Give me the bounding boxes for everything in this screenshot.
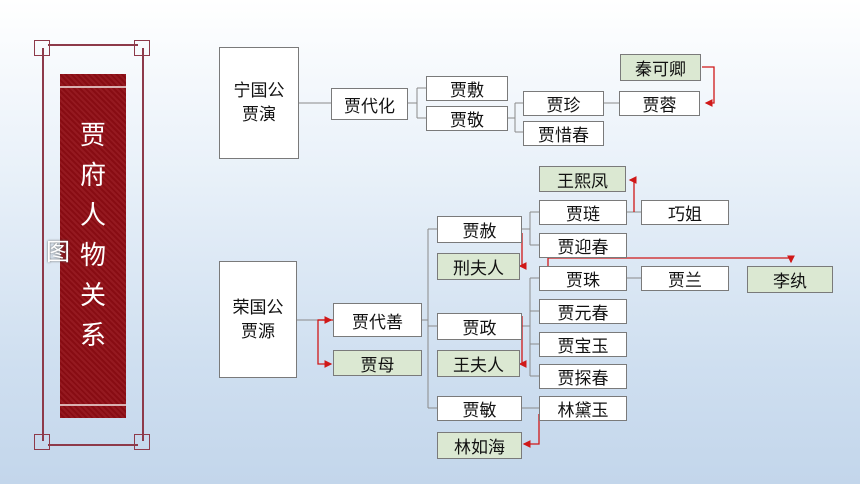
rongguo-duke-box: 荣国公 贾源	[219, 261, 297, 378]
frame-corner-bl	[34, 434, 50, 450]
frame-corner-tr	[134, 40, 150, 56]
frame-right-line	[142, 48, 144, 441]
node-gen2-rongguo: 贾代善	[333, 303, 422, 337]
banner-stripe-bottom	[60, 404, 126, 406]
rongguo-line1: 荣国公	[232, 297, 284, 318]
node-son-1: 贾敷	[426, 76, 508, 101]
node-son-a: 贾赦	[437, 216, 522, 243]
spouse-node-grandson-b1: 李纨	[747, 266, 833, 293]
node-gen4-2: 贾惜春	[523, 121, 604, 146]
frame-top-line	[48, 44, 138, 46]
banner-stripe-top	[60, 86, 126, 88]
spouse-node-gen5: 秦可卿	[620, 54, 701, 81]
node-grandson-b1: 贾珠	[539, 266, 627, 291]
node-gen5: 贾蓉	[619, 91, 700, 116]
node-granddaughter-a2: 贾迎春	[539, 233, 627, 258]
node-gen2-ningguo: 贾代化	[331, 88, 408, 120]
node-gen4-1: 贾珍	[523, 91, 604, 116]
title-char: 府	[79, 161, 106, 191]
node-grandson-a1: 贾琏	[539, 200, 627, 225]
node-daughter-c: 贾敏	[437, 396, 522, 421]
frame-left-line	[42, 48, 44, 441]
title-banner: 贾 府 人 物 关 系	[60, 74, 126, 418]
ningguo-line2: 贾演	[242, 105, 276, 125]
node-grandson-b3: 贾宝玉	[539, 332, 627, 357]
node-great-grandchild-a1: 巧姐	[641, 200, 729, 225]
node-son-2: 贾敬	[426, 106, 508, 131]
node-granddaughter-c1: 林黛玉	[539, 396, 627, 421]
spouse-node-grandson-a1: 王熙凤	[539, 166, 626, 192]
node-granddaughter-b2: 贾元春	[539, 299, 627, 324]
rongguo-line2: 贾源	[241, 321, 275, 342]
frame-bottom-line	[48, 444, 138, 446]
page-title: 贾 府 人 物 关 系	[60, 116, 126, 356]
title-char: 系	[79, 321, 106, 351]
spouse-node-son-a: 刑夫人	[437, 253, 520, 280]
node-son-b: 贾政	[437, 313, 522, 340]
frame-corner-br	[134, 434, 150, 450]
node-granddaughter-b4: 贾探春	[539, 364, 627, 389]
frame-corner-tl	[34, 40, 50, 56]
title-char: 人	[79, 201, 106, 231]
title-char: 物	[79, 241, 106, 271]
node-great-grandchild-b1: 贾兰	[641, 266, 729, 291]
ningguo-line1: 宁国公	[233, 81, 285, 101]
title-char: 关	[79, 281, 106, 311]
ningguo-duke-box: 宁国公 贾演	[219, 47, 299, 159]
title-suffix: 图	[46, 238, 70, 266]
spouse-node-gen2: 贾母	[333, 350, 422, 376]
title-char: 贾	[79, 121, 106, 151]
spouse-node-son-b: 王夫人	[437, 350, 520, 377]
spouse-node-daughter-c: 林如海	[437, 432, 522, 459]
